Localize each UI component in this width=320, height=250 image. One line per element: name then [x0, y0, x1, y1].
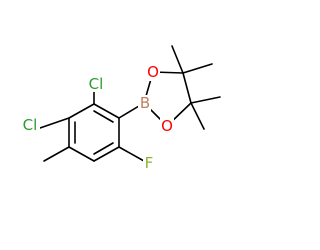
atom-oxygen-bottom: O — [161, 117, 173, 135]
bond-c4-c5 — [68, 146, 95, 162]
atom-boron: B — [140, 94, 150, 112]
bond-c5-c6 — [93, 146, 120, 162]
atom-oxygen-top: O — [147, 63, 159, 81]
atom-labels: Cl Cl F B O O — [18, 63, 174, 172]
bond-c-c-ring — [182, 72, 192, 104]
bond-c5-c6-double — [93, 142, 114, 155]
bonds — [39, 45, 221, 162]
bond-c4-methyl — [43, 146, 70, 162]
bond-c2-c3 — [68, 103, 95, 119]
bond-methyl-top-1 — [171, 45, 184, 74]
bond-methyl-top-2 — [182, 63, 213, 74]
bond-methyl-bottom-2 — [190, 102, 205, 130]
bond-c1-c2-double — [93, 110, 114, 123]
bond-c6-f — [118, 146, 145, 162]
chemical-structure-diagram: Cl Cl F B O O — [18, 45, 221, 172]
atom-fluorine: F — [145, 154, 154, 172]
bond-c1-c2 — [93, 103, 120, 119]
bond-c3-cl — [39, 117, 70, 129]
atom-cl-top: Cl — [89, 75, 104, 93]
atom-cl-left: Cl — [23, 116, 38, 134]
bond-methyl-bottom-1 — [190, 96, 221, 104]
